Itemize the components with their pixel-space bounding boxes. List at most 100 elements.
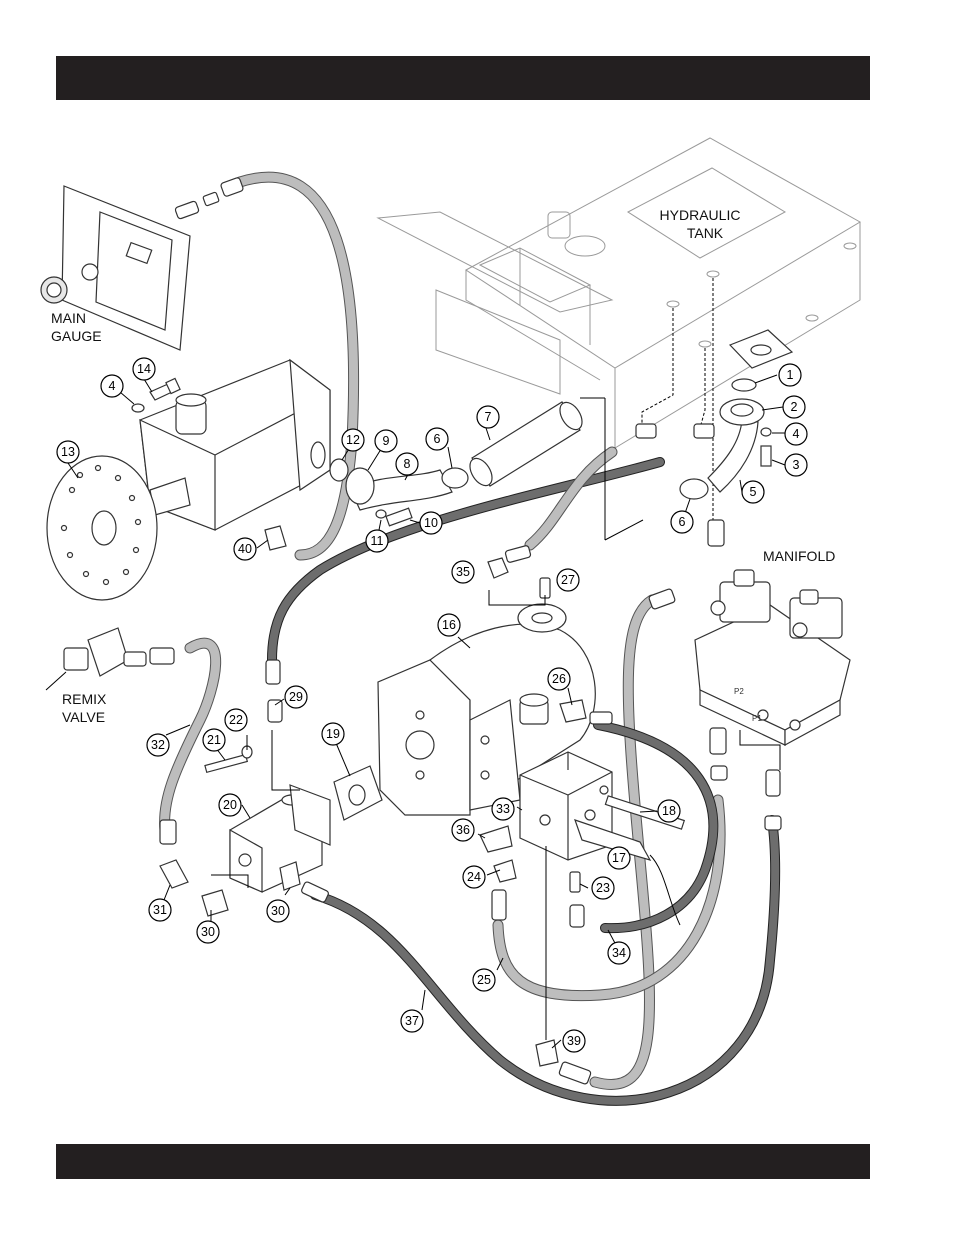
bolt-14 — [150, 378, 180, 400]
callout-32: 32 — [147, 734, 169, 756]
callout-5: 5 — [742, 481, 764, 503]
svg-text:39: 39 — [567, 1034, 581, 1048]
svg-text:26: 26 — [552, 672, 566, 686]
callout-39: 39 — [563, 1030, 585, 1052]
svg-text:19: 19 — [326, 727, 340, 741]
svg-text:3: 3 — [793, 458, 800, 472]
washer-11 — [376, 510, 386, 518]
callout-6-upper: 6 — [426, 428, 448, 450]
hydraulic-tank-label-line1: HYDRAULIC — [660, 207, 741, 223]
callout-30-right: 30 — [267, 900, 289, 922]
callout-13: 13 — [57, 441, 79, 463]
hose-end-39 — [559, 1061, 592, 1084]
hose-end-29 — [266, 660, 280, 684]
svg-text:33: 33 — [496, 802, 510, 816]
callout-34: 34 — [608, 942, 630, 964]
callout-19: 19 — [322, 723, 344, 745]
callout-40: 40 — [234, 538, 256, 560]
hose-end-fitting-a — [711, 766, 727, 780]
remix-valve — [46, 628, 174, 690]
callout-9: 9 — [375, 430, 397, 452]
main-gauge-label-line1: MAIN — [51, 310, 86, 326]
svg-text:25: 25 — [477, 973, 491, 987]
callout-6-lower: 6 — [671, 511, 693, 533]
callout-30-left: 30 — [197, 921, 219, 943]
fitting-36 — [480, 826, 512, 852]
hose-end-32 — [160, 820, 176, 844]
remix-valve-label-line2: VALVE — [62, 709, 105, 725]
tank-fitting-tee — [708, 520, 724, 546]
hose-end-34 — [570, 905, 584, 927]
bolt-3 — [761, 446, 771, 466]
callout-37: 37 — [401, 1010, 423, 1032]
svg-text:11: 11 — [371, 534, 384, 548]
svg-text:13: 13 — [61, 445, 75, 459]
callout-22: 22 — [225, 709, 247, 731]
fitting-23 — [570, 872, 580, 892]
manifold-port-p1: P1 — [752, 714, 762, 723]
tank-to-pump-hose — [530, 452, 612, 545]
hose-end-fitting-b — [765, 816, 781, 830]
elbow-31 — [160, 860, 188, 888]
svg-text:14: 14 — [137, 362, 151, 376]
hose-clamp-6-upper — [442, 468, 468, 488]
hose-end-manifold-return — [648, 588, 675, 609]
hose-clamp-6-lower — [680, 479, 708, 499]
tank-fitting-elbow-b — [694, 424, 714, 438]
hydraulic-tank-label-line2: TANK — [687, 225, 724, 241]
hose-end-35 — [505, 545, 531, 563]
manifold-label: MANIFOLD — [763, 548, 835, 564]
callout-36: 36 — [452, 819, 474, 841]
callout-12: 12 — [342, 429, 364, 451]
hose-end-26 — [590, 712, 612, 724]
callout-24: 24 — [463, 866, 485, 888]
svg-text:7: 7 — [485, 410, 492, 424]
svg-text:17: 17 — [612, 851, 626, 865]
svg-text:37: 37 — [405, 1014, 419, 1028]
svg-text:30: 30 — [271, 904, 285, 918]
svg-text:4: 4 — [793, 427, 800, 441]
hose-34 — [598, 725, 713, 928]
svg-text:32: 32 — [151, 738, 165, 752]
charge-pump-20 — [230, 785, 330, 892]
flange-9 — [346, 468, 374, 504]
manifold-fitting-p2 — [710, 728, 726, 754]
tank-fitting-elbow-a — [636, 424, 656, 438]
svg-text:9: 9 — [383, 434, 390, 448]
callout-35: 35 — [452, 561, 474, 583]
callout-20: 20 — [219, 794, 241, 816]
svg-text:35: 35 — [456, 565, 470, 579]
callout-31: 31 — [149, 899, 171, 921]
washer-4-right — [761, 428, 771, 436]
callout-7: 7 — [477, 406, 499, 428]
svg-text:1: 1 — [787, 368, 794, 382]
washer-4-left — [132, 404, 144, 412]
callout-10: 10 — [420, 512, 442, 534]
elbow-30-left — [202, 890, 228, 916]
svg-text:16: 16 — [442, 618, 456, 632]
svg-text:8: 8 — [404, 457, 411, 471]
svg-text:18: 18 — [662, 804, 676, 818]
callout-1: 1 — [779, 364, 801, 386]
callout-16: 16 — [438, 614, 460, 636]
svg-text:36: 36 — [456, 823, 470, 837]
bolt-10 — [386, 508, 412, 526]
svg-text:6: 6 — [434, 432, 441, 446]
svg-text:24: 24 — [467, 870, 481, 884]
callout-14: 14 — [133, 358, 155, 380]
svg-text:12: 12 — [346, 433, 360, 447]
elbow-35 — [488, 558, 508, 578]
svg-text:10: 10 — [424, 516, 438, 530]
svg-text:40: 40 — [238, 542, 252, 556]
callout-33: 33 — [492, 798, 514, 820]
callout-26: 26 — [548, 668, 570, 690]
callout-8: 8 — [396, 453, 418, 475]
callout-21: 21 — [203, 729, 225, 751]
svg-text:22: 22 — [229, 713, 243, 727]
manifold-block — [695, 570, 850, 745]
bolt-21 — [205, 755, 247, 773]
svg-text:30: 30 — [201, 925, 215, 939]
fitting-29 — [268, 700, 282, 722]
svg-text:4: 4 — [109, 379, 116, 393]
